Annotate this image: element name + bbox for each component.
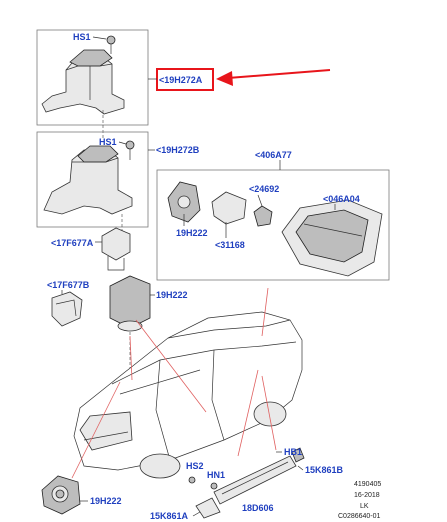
bracket-15k861a-illustration	[195, 497, 221, 519]
bracket-a-frame	[36, 29, 149, 126]
camera-cover-illustration	[281, 199, 383, 277]
bracket-17f677a-illustration	[101, 227, 131, 271]
label-hs1-top: HS1	[73, 32, 91, 42]
harness-18d606-illustration	[213, 447, 305, 505]
connector-hs2-icon	[188, 476, 196, 484]
callout-17f677a[interactable]: <17F677A	[51, 238, 94, 248]
label-hs1-mid: HS1	[99, 137, 117, 147]
callout-19h222-sensor[interactable]: 19H222	[156, 290, 188, 300]
clip-17f677b-illustration	[51, 291, 83, 327]
location-leader-lines	[71, 287, 277, 479]
bottom-camera-19h222-illustration	[41, 475, 81, 515]
camera-housing-illustration	[167, 181, 201, 223]
ref-number: 4190405	[354, 481, 381, 488]
bracket-b-frame	[36, 131, 149, 228]
callout-19h272a[interactable]: <19H272A	[159, 75, 203, 85]
callout-24692[interactable]: <24692	[249, 184, 279, 194]
callout-15k861b[interactable]: 15K861B	[305, 465, 344, 475]
bracket-b-illustration	[43, 145, 133, 215]
label-hn1: HN1	[207, 470, 225, 480]
callout-046a04[interactable]: <046A04	[323, 194, 360, 204]
camera-clip-illustration	[211, 191, 247, 225]
vehicle-outline-illustration	[73, 311, 303, 479]
sensor-19h222-illustration	[109, 275, 151, 332]
callout-18d606[interactable]: 18D606	[242, 503, 274, 513]
highlight-arrow	[216, 69, 331, 86]
callout-hb1[interactable]: HB1	[284, 447, 302, 457]
callout-19h272b[interactable]: <19H272B	[156, 145, 200, 155]
callout-31168[interactable]: <31168	[215, 240, 245, 250]
connector-hn1-icon	[210, 482, 218, 490]
screw-hs1-mid-icon	[125, 140, 135, 160]
bracket-a-illustration	[41, 49, 125, 115]
callout-19h222-bottom[interactable]: 19H222	[90, 496, 122, 506]
ref-date: 16-2018	[354, 492, 380, 499]
camera-block-frame	[156, 169, 390, 281]
callout-17f677b[interactable]: <17F677B	[47, 280, 90, 290]
illustration-code: C0286640-01	[338, 513, 381, 520]
small-connector-illustration	[253, 205, 273, 227]
callout-19h222-box[interactable]: 19H222	[176, 228, 208, 238]
label-hs2: HS2	[186, 461, 204, 471]
callout-15k861a[interactable]: 15K861A	[150, 511, 189, 521]
screw-hs1-top-icon	[106, 35, 116, 54]
ref-region: LK	[360, 503, 369, 510]
highlight-box	[156, 68, 214, 91]
callout-406a77[interactable]: <406A77	[255, 150, 292, 160]
